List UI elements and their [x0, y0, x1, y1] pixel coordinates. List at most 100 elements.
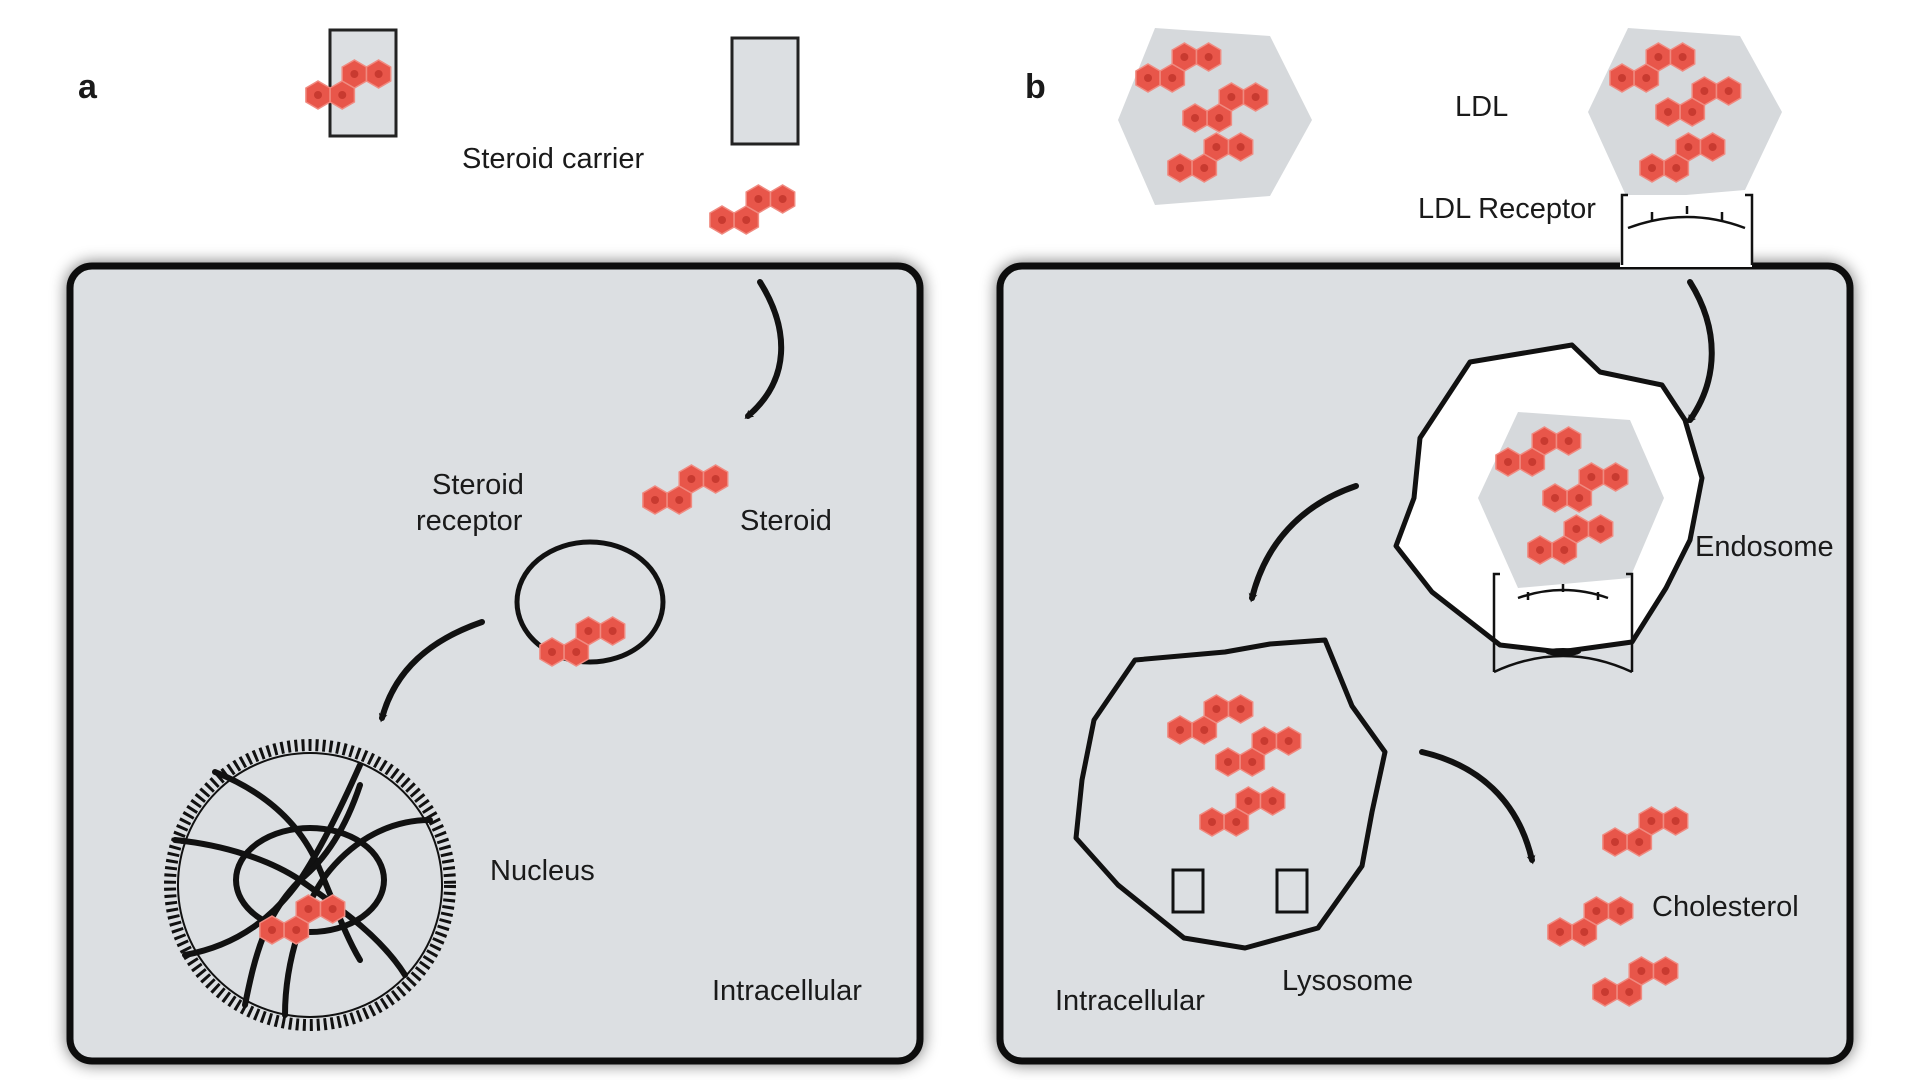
- steroid-molecule-cytoplasm: [642, 464, 729, 515]
- lysosome-enzyme-1: [1171, 868, 1205, 914]
- steroid-ring-center: [584, 627, 593, 635]
- steroid-ring-center: [1540, 437, 1549, 445]
- steroid-ring-center: [1635, 838, 1644, 846]
- steroid-ring-center: [1200, 164, 1209, 172]
- steroid-ring-center: [1664, 108, 1672, 116]
- steroid-ring-center: [1654, 53, 1663, 61]
- steroid-ring-center: [1672, 164, 1681, 172]
- steroid-ring-center: [338, 91, 347, 99]
- steroid-ring-center: [608, 627, 617, 635]
- steroid-ring-center: [742, 216, 751, 224]
- steroid-ring-center: [1168, 74, 1177, 82]
- cholesterol-endosome-2: [1542, 462, 1629, 513]
- steroid-ring-center: [350, 70, 359, 78]
- label-intracellular-a: Intracellular: [712, 975, 862, 1007]
- steroid-ring-center: [1227, 93, 1236, 101]
- steroid-ring-center: [572, 648, 581, 656]
- steroid-ring-center: [1284, 737, 1293, 745]
- panel-b-letter: b: [1025, 68, 1046, 106]
- steroid-ring-center: [718, 216, 726, 224]
- steroid-ring-center: [1564, 437, 1573, 445]
- label-cholesterol: Cholesterol: [1652, 891, 1799, 923]
- steroid-ring-center: [1587, 473, 1596, 481]
- steroid-ring-center: [1596, 525, 1605, 533]
- cholesterol-endosome-3: [1527, 514, 1614, 565]
- steroid-ring-center: [754, 195, 763, 203]
- cholesterol-ldl-bound-2: [1655, 76, 1742, 127]
- steroid-ring-center: [1637, 967, 1646, 975]
- steroid-ring-center: [1251, 93, 1260, 101]
- label-ldl: LDL: [1455, 91, 1508, 123]
- cholesterol-ldl-bound-1: [1609, 42, 1696, 93]
- cell-a-membrane: [66, 262, 924, 1065]
- panel-b: b LDL LDL Receptor: [996, 28, 1854, 1065]
- steroid-ring-center: [1536, 546, 1544, 554]
- label-lysosome: Lysosome: [1282, 965, 1413, 997]
- steroid-ring-center: [1200, 726, 1209, 734]
- cholesterol-ldl-bound-3: [1639, 132, 1726, 183]
- steroid-ring-center: [1678, 53, 1687, 61]
- cell-b-membrane: [996, 262, 1854, 1065]
- chromatin-strands: [172, 762, 433, 1018]
- nucleolus-ring: [233, 825, 387, 935]
- arrow-receptor-to-nucleus: [378, 619, 485, 723]
- label-ldl-receptor: LDL Receptor: [1418, 193, 1596, 225]
- steroid-ring-center: [651, 496, 659, 504]
- cholesterol-lysosome-3: [1199, 786, 1286, 837]
- arrow-lysosome-release: [1419, 749, 1536, 865]
- steroid-molecule-carrier: [305, 59, 392, 110]
- steroid-ring-center: [1144, 74, 1152, 82]
- steroid-ring-center: [1191, 114, 1199, 122]
- steroid-ring-center: [1215, 114, 1224, 122]
- steroid-ring-center: [711, 475, 720, 483]
- label-endosome: Endosome: [1695, 531, 1834, 563]
- steroid-ring-center: [1208, 818, 1216, 826]
- steroid-ring-center: [1611, 473, 1620, 481]
- steroid-ring-center: [1580, 928, 1589, 936]
- steroid-ring-center: [1504, 458, 1512, 466]
- steroid-ring-center: [1528, 458, 1537, 466]
- nuclear-envelope: [164, 739, 456, 1031]
- steroid-ring-center: [1551, 494, 1559, 502]
- steroid-ring-center: [268, 926, 276, 934]
- ldl-receptor-endosome: [1492, 572, 1634, 674]
- steroid-carrier-empty: [730, 36, 800, 146]
- steroid-ring-center: [1618, 74, 1626, 82]
- steroid-ring-center: [687, 475, 696, 483]
- steroid-molecule-nucleus: [259, 894, 346, 945]
- steroid-ring-center: [675, 496, 684, 504]
- steroid-ring-center: [1560, 546, 1569, 554]
- steroid-molecule-receptor-bound: [539, 616, 626, 667]
- steroid-ring-center: [1572, 525, 1581, 533]
- steroid-ring-center: [1236, 705, 1245, 713]
- steroid-ring-center: [1724, 87, 1733, 95]
- steroid-ring-center: [292, 926, 301, 934]
- steroid-ring-center: [1244, 797, 1253, 805]
- steroid-ring-center: [1232, 818, 1241, 826]
- label-steroid-receptor-2: receptor: [416, 505, 523, 537]
- steroid-ring-center: [1700, 87, 1709, 95]
- steroid-ring-center: [1648, 164, 1656, 172]
- cholesterol-endosome-1: [1495, 426, 1582, 477]
- steroid-ring-center: [1671, 817, 1680, 825]
- cholesterol-ldl-free-1: [1135, 42, 1222, 93]
- label-steroid-carrier: Steroid carrier: [462, 143, 644, 175]
- steroid-ring-center: [1260, 737, 1269, 745]
- cholesterol-free-1: [1602, 806, 1689, 857]
- arrow-steroid-entry: [744, 279, 785, 419]
- panel-a-letter: a: [78, 68, 98, 106]
- steroid-ring-center: [1268, 797, 1277, 805]
- steroid-ring-center: [1661, 967, 1670, 975]
- steroid-ring-center: [1642, 74, 1651, 82]
- steroid-ring-center: [314, 91, 322, 99]
- cholesterol-ldl-free-2: [1182, 82, 1269, 133]
- nuclear-envelope-inner: [177, 752, 443, 1018]
- steroid-ring-center: [1248, 758, 1257, 766]
- label-steroid-receptor-1: Steroid: [432, 469, 524, 501]
- label-steroid: Steroid: [740, 505, 832, 537]
- steroid-ring-center: [1611, 838, 1619, 846]
- arrow-endosome-to-lysosome: [1248, 483, 1359, 603]
- steroid-ring-center: [328, 905, 337, 913]
